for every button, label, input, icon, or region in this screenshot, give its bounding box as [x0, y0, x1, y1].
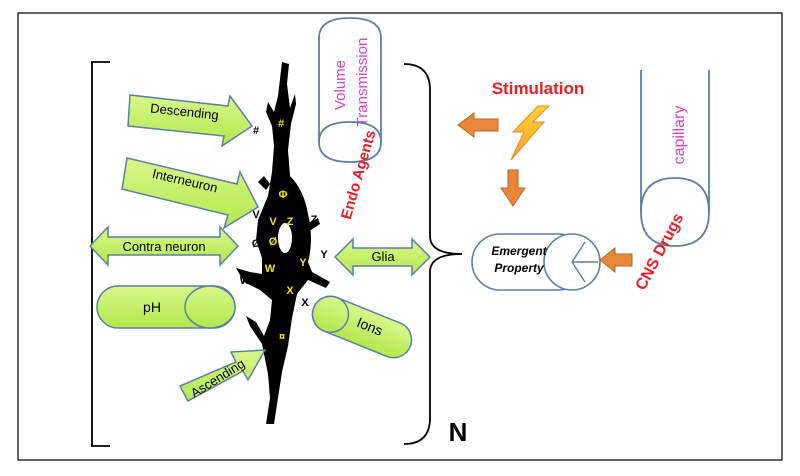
marker-hash-outer: # [253, 125, 259, 137]
volume-transmission-text: Volume Transmission [332, 38, 371, 127]
descending-arrow [127, 94, 254, 148]
volume-label: Volume [332, 60, 349, 110]
marker-z-outer: Z [311, 214, 318, 226]
property-label: Property [494, 261, 545, 275]
stimulation-to-volume-arrow [457, 112, 499, 138]
transmission-label: Transmission [354, 38, 371, 127]
marker-phi-inner: Φ [278, 189, 287, 201]
orange-arrows [457, 112, 633, 274]
marker-w-inner: W [265, 263, 276, 275]
glia-label: Glia [371, 249, 395, 264]
marker-curr-outer: ¤ [268, 337, 274, 349]
marker-z-inner: Z [287, 216, 294, 228]
neuron-hole [278, 223, 292, 253]
drugs-to-emergent-arrow [599, 246, 633, 274]
ascending-arrow [178, 349, 267, 403]
glia-arrow [333, 237, 432, 277]
marker-w-outer: W [240, 275, 251, 287]
emergent-text: Emergent Property [491, 244, 547, 275]
descending-label: Descending [150, 100, 220, 122]
marker-x-inner: X [286, 285, 294, 297]
marker-oslash-inner: Ø [269, 236, 278, 248]
interneuron-arrow [121, 157, 259, 230]
input-arrows [88, 94, 432, 403]
stimulation-label: Stimulation [492, 79, 585, 98]
ph-capsule: pH [96, 285, 236, 329]
marker-v-inner: V [269, 216, 277, 228]
marker-x-outer: X [301, 297, 309, 309]
lightning-bolt-icon [510, 105, 551, 161]
emergent-label: Emergent [491, 244, 547, 258]
contra-neuron-label: Contra neuron [122, 239, 205, 254]
ph-label: pH [143, 299, 161, 315]
stimulation-to-emergent-arrow [500, 169, 526, 207]
volume-transmission-cylinder [318, 17, 382, 163]
marker-y-inner: Y [299, 257, 307, 269]
ions-capsule: Ions [311, 295, 413, 359]
marker-v-outer: V [252, 209, 260, 221]
capillary-label: capillary [671, 106, 688, 165]
capillary-cylinder [640, 70, 710, 247]
emergent-property-capsule [471, 233, 601, 291]
inner-markers: # Φ V Z Ø W Y X ¤ [265, 118, 308, 343]
outer-markers: # V Z Ø Y W X ¤ [240, 125, 329, 349]
right-brace [403, 63, 463, 445]
contra-neuron-arrow [88, 225, 240, 267]
marker-hash-inner: # [278, 118, 284, 130]
marker-y-outer: Y [320, 249, 328, 261]
marker-curr-inner: ¤ [279, 331, 285, 343]
left-bracket [91, 61, 110, 447]
outer-frame [17, 12, 783, 461]
network-label: N [449, 417, 468, 447]
marker-oslash-outer: Ø [252, 238, 261, 250]
